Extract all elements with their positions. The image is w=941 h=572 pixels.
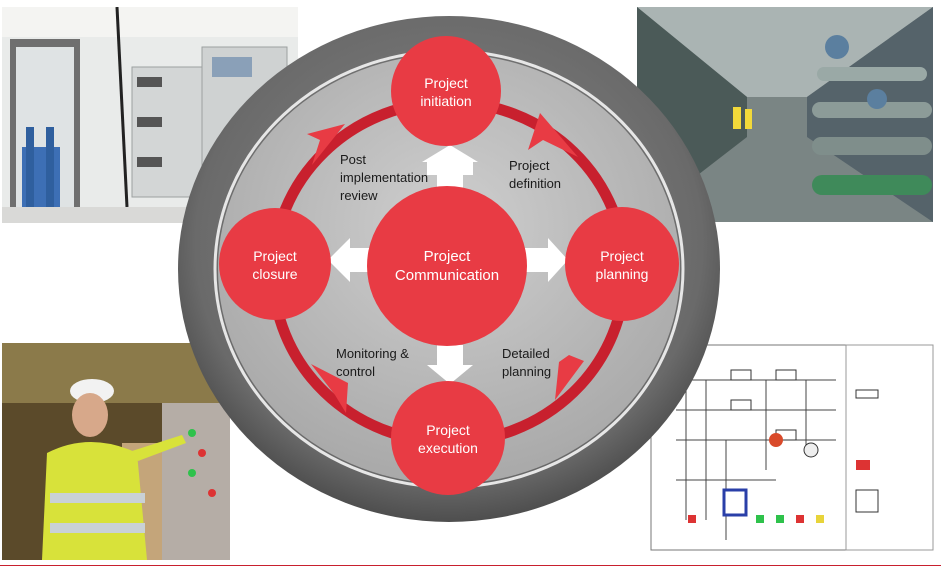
planning-line2: planning xyxy=(595,266,649,282)
label-detailed-planning: Detailed planning xyxy=(502,345,551,381)
node-closure-label: Project closure xyxy=(225,247,325,283)
node-execution xyxy=(391,381,505,495)
control-schematic xyxy=(646,340,938,555)
ring-arrow-icon xyxy=(528,113,578,157)
ring-arrow-icon xyxy=(311,364,348,413)
planning-line1: Project xyxy=(600,248,644,264)
node-initiation xyxy=(391,36,501,146)
footer-divider xyxy=(0,565,941,566)
execution-line2: execution xyxy=(418,440,478,456)
initiation-line2: initiation xyxy=(420,93,472,109)
engineer-on-phone-photo xyxy=(2,343,230,560)
closure-line2: closure xyxy=(252,266,298,282)
arrow-left-icon xyxy=(328,238,372,282)
monitoring-line1: Monitoring & xyxy=(336,346,409,361)
ring-arrow-icon xyxy=(307,124,345,165)
label-monitoring-control: Monitoring & control xyxy=(336,345,409,381)
node-closure xyxy=(219,208,331,320)
ring-arrow-icon xyxy=(555,355,584,400)
center-line1: Project xyxy=(423,248,471,265)
definition-line2: definition xyxy=(509,176,562,191)
center-line2: Communication xyxy=(394,267,500,284)
detailed-line1: Detailed xyxy=(502,346,550,361)
arrow-right-icon xyxy=(525,238,568,282)
center-node xyxy=(367,186,527,346)
review-line3: review xyxy=(340,188,378,203)
review-line2: implementation xyxy=(340,170,429,185)
node-planning-label: Project planning xyxy=(572,247,672,283)
execution-line1: Project xyxy=(426,422,470,438)
arrow-down-icon xyxy=(427,345,473,384)
detailed-line2: planning xyxy=(502,364,552,379)
label-project-definition: Project definition xyxy=(509,157,561,193)
node-initiation-label: Project initiation xyxy=(396,74,496,110)
definition-line1: Project xyxy=(509,158,550,173)
label-post-implementation-review: Post implementation review xyxy=(340,151,428,205)
arrow-up-icon xyxy=(422,145,478,188)
initiation-line1: Project xyxy=(424,75,468,91)
node-planning xyxy=(565,207,679,321)
node-execution-label: Project execution xyxy=(398,421,498,457)
center-node-label: Project Communication xyxy=(372,247,522,285)
review-line1: Post xyxy=(340,152,367,167)
closure-line1: Project xyxy=(253,248,297,264)
monitoring-line2: control xyxy=(336,364,376,379)
